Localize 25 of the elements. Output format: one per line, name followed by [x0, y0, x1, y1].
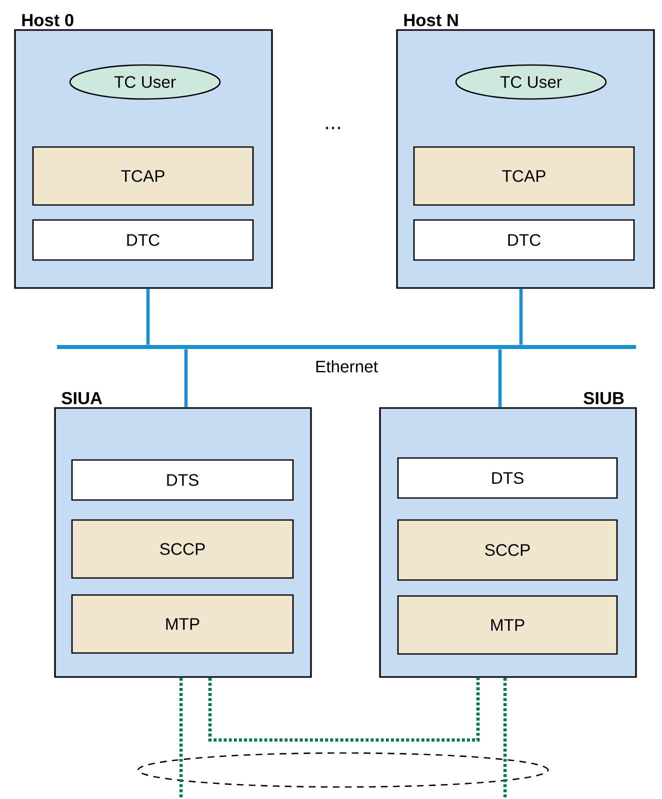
ellipsis-label: ... [326, 126, 340, 130]
dtc-layer-box: DTC [32, 219, 254, 261]
node-label: Host N [404, 14, 458, 26]
mtp-layer-box: MTP [71, 594, 294, 654]
link-line [503, 678, 507, 799]
dts-layer-box: DTS [71, 459, 294, 501]
bus-line [498, 349, 502, 408]
bus-line [184, 349, 188, 408]
bus-line [146, 288, 150, 345]
mtp-layer-box: MTP [397, 595, 618, 655]
node-label: SIUA [62, 392, 102, 404]
sccp-layer-box: SCCP [397, 519, 618, 581]
dashed-ellipse [137, 752, 549, 788]
link-line [208, 678, 480, 742]
bus-line [519, 288, 523, 345]
node-label: SIUB [584, 392, 624, 404]
sccp-layer-box: SCCP [71, 519, 294, 579]
node-label: Host 0 [22, 14, 74, 26]
dtc-layer-box: DTC [413, 219, 635, 261]
dts-layer-box: DTS [397, 457, 618, 499]
link-line [179, 678, 183, 799]
tcap-layer-box: TCAP [413, 146, 635, 206]
tcap-layer-box: TCAP [32, 146, 254, 206]
node-label: Ethernet [316, 360, 378, 372]
ethernet-bus: Ethernet [57, 345, 636, 372]
